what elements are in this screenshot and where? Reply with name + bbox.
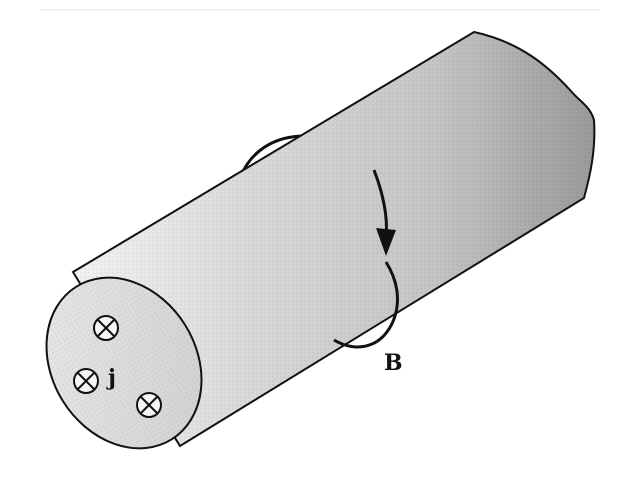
circle-cross-icon (93, 315, 119, 341)
circle-cross-icon (73, 368, 99, 394)
magnetic-field-label: B (384, 350, 403, 376)
circle-cross-icon (136, 392, 162, 418)
wire-end-face-texture (46, 277, 202, 449)
current-density-label: j (108, 365, 116, 391)
field-loop-front-arc (333, 261, 399, 349)
wire-cylinder-texture (73, 32, 595, 446)
curved-arrow-icon (372, 169, 396, 256)
